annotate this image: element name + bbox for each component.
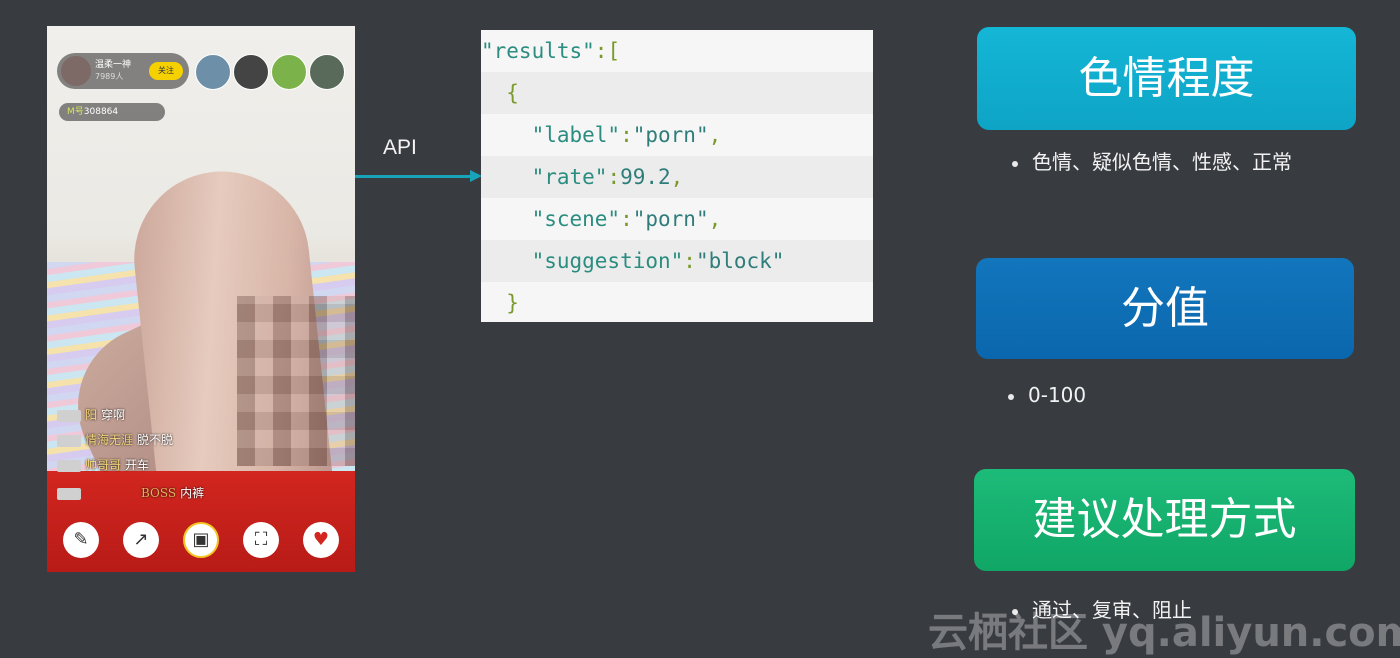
chat-text: 脱不脱 [137,433,174,447]
pixelated-area [237,296,355,466]
api-label: API [383,136,417,159]
level-badge [57,434,81,447]
watermark: 云栖社区 yq.aliyun.com [928,610,1400,656]
code-line: { [481,72,873,114]
json-punct: : [683,249,696,273]
chat-user: 帅哥哥 [85,458,122,472]
viewer-avatar[interactable] [271,54,307,90]
arrow-head-icon [470,170,482,182]
json-response-panel: "results":[ { "label":"porn", "rate":99.… [481,30,873,322]
bullet-text: 色情、疑似色情、性感、正常 [1032,150,1292,174]
level-badge [57,459,81,472]
chat-text: 穿啊 [101,408,126,422]
bullet-dot [1008,393,1014,400]
json-punct: :[ [594,39,621,63]
viewer-avatar[interactable] [195,54,231,90]
json-key: "results" [481,39,595,63]
json-key: "suggestion" [481,249,684,273]
json-key: "label" [481,123,621,147]
json-value: "porn" [632,207,709,231]
streamer-name: 温柔一神 [95,60,132,70]
suggestion-card: 建议处理方式 [974,469,1355,571]
room-id-value: 308864 [83,107,119,117]
viewer-avatar[interactable] [309,54,345,90]
json-key: "rate" [481,165,608,189]
code-line: "scene":"porn", [481,198,873,240]
json-value: "block" [695,249,785,273]
json-punct: , [708,207,722,231]
json-punct: { [481,81,519,105]
code-line: "label":"porn", [481,114,873,156]
json-punct: , [708,123,722,147]
porn-level-bullet: 色情、疑似色情、性感、正常 [1012,146,1292,175]
bullet-dot [1012,160,1018,167]
viewer-avatar[interactable] [233,54,269,90]
json-key: "scene" [481,207,621,231]
arrow-line [355,175,473,178]
viewer-count: 7989人 [95,72,124,81]
chat-user: BOSS [141,486,177,500]
chat-user: 阳 [85,408,98,422]
json-value: "porn" [632,123,709,147]
suggestion-bullet: 通过、复审、阻止 [1012,594,1192,623]
room-id-prefix: M号 [67,107,84,117]
chat-message: 帅哥哥开车 [57,456,149,473]
code-line: "results":[ [481,30,873,72]
json-punct: , [670,165,684,189]
chat-icon[interactable]: ✎ [63,522,99,558]
streamer-info: 温柔一神 7989人 关注 [57,53,189,89]
follow-button[interactable]: 关注 [149,62,183,80]
json-value: 99.2 [620,165,671,189]
gift-icon[interactable]: ▣ [183,522,219,558]
chat-text: 内裤 [180,486,205,500]
code-line: "suggestion":"block" [481,240,873,282]
level-badge [57,487,81,500]
porn-level-card: 色情程度 [977,27,1356,130]
level-badge [57,409,81,422]
chat-message: 情海无涯脱不脱 [57,431,173,448]
code-line: } [481,282,873,324]
room-id: M号308864 [59,103,165,121]
livestream-screenshot: 温柔一神 7989人 关注 M号308864 阳穿啊 情海无涯脱不脱 帅哥哥开车… [47,26,355,572]
json-punct: : [620,123,633,147]
score-bullet: 0-100 [1008,383,1086,407]
share-icon[interactable]: ↗ [123,522,159,558]
bullet-dot [1012,608,1018,615]
chat-text: 开车 [125,458,150,472]
json-punct: : [620,207,633,231]
fullscreen-icon[interactable]: ⛶ [243,522,279,558]
avatar [61,56,91,86]
json-punct: : [607,165,621,189]
bullet-text: 0-100 [1028,383,1087,407]
score-card: 分值 [976,258,1354,359]
code-line: "rate":99.2, [481,156,873,198]
json-punct: } [481,291,519,315]
chat-message: 阳穿啊 [57,406,125,423]
heart-icon[interactable]: ♥ [303,522,339,558]
bullet-text: 通过、复审、阻止 [1032,598,1192,622]
chat-user: 情海无涯 [85,433,134,447]
